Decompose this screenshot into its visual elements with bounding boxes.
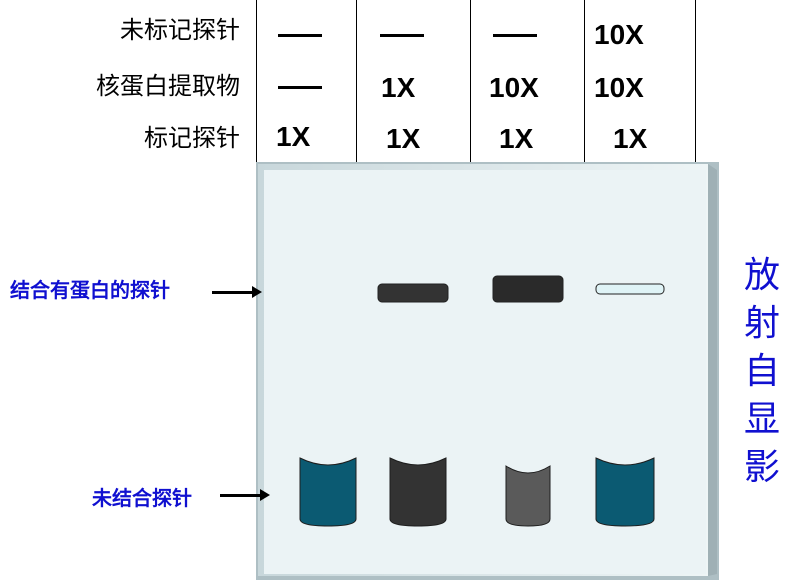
- bound-probe-label: 结合有蛋白的探针: [10, 278, 170, 302]
- column-divider: [584, 0, 585, 162]
- table-cell: 1X: [499, 123, 534, 154]
- autoradiography-title: 放 射 自 显 影: [740, 252, 784, 492]
- free-bands-group: [299, 457, 655, 527]
- table-cell: 10X: [594, 19, 644, 50]
- table-cell: 10X: [594, 72, 644, 103]
- table-cell: 10X: [489, 72, 539, 103]
- title-char: 放: [743, 255, 780, 296]
- bound-probe-arrow: [212, 286, 262, 298]
- column-divider: [470, 0, 471, 162]
- row-label-unlabeled-probe: 未标记探针: [120, 16, 240, 44]
- title-char: 射: [743, 303, 780, 344]
- gel-edge-right: [708, 164, 717, 576]
- table-cell: 1X: [276, 121, 311, 152]
- column-divider: [256, 0, 257, 162]
- free-band-lane-1: [299, 457, 357, 527]
- bound-band-lane-2: [377, 283, 449, 303]
- bound-band-lane-4: [595, 283, 665, 295]
- free-probe-label: 未结合探针: [92, 486, 192, 510]
- table-cell-dash: [278, 34, 322, 37]
- title-char: 自: [743, 351, 780, 392]
- column-divider: [356, 0, 357, 162]
- row-label-nuclear-extract: 核蛋白提取物: [96, 72, 240, 100]
- table-cell-dash: [493, 34, 537, 37]
- row-label-labeled-probe: 标记探针: [144, 124, 240, 152]
- table-cell: 1X: [386, 123, 421, 154]
- column-divider: [695, 0, 696, 162]
- table-cell: 1X: [613, 123, 648, 154]
- free-probe-arrow: [220, 489, 270, 501]
- table-cell: 1X: [381, 72, 416, 103]
- bound-band-lane-3: [492, 275, 564, 303]
- gel-image: [256, 162, 719, 580]
- table-cell-dash: [278, 86, 322, 89]
- free-band-lane-4: [595, 457, 655, 527]
- title-char: 显: [743, 399, 780, 440]
- free-band-lane-3: [505, 465, 551, 527]
- free-band-lane-2: [389, 457, 447, 527]
- bound-bands-group: [377, 275, 665, 303]
- title-char: 影: [743, 447, 780, 488]
- table-cell-dash: [380, 34, 424, 37]
